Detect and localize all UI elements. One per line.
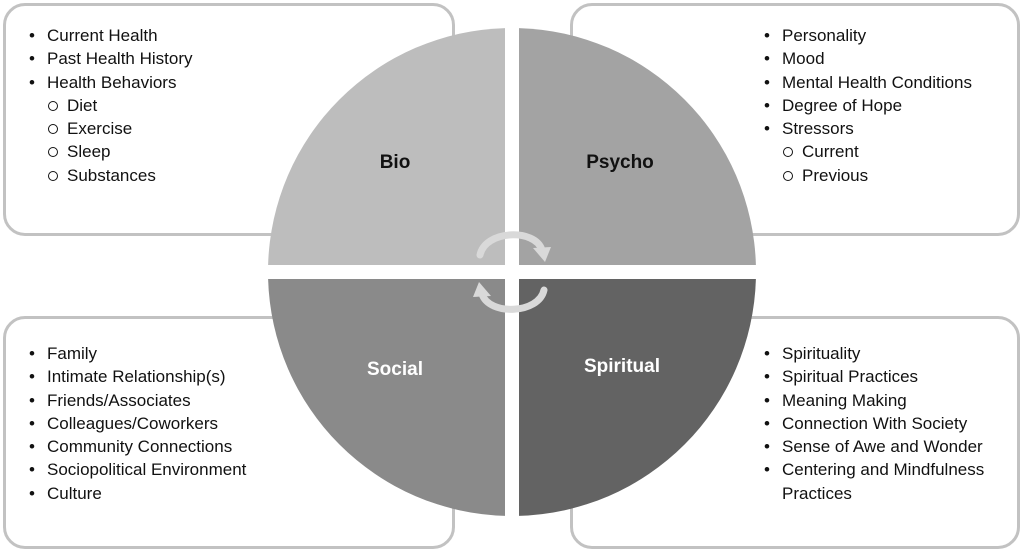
list-item: Health Behaviors [27,71,193,95]
list-item: Spiritual Practices [762,365,1024,389]
list-item: Mood [762,47,972,71]
list-item: Mental Health Conditions [762,71,972,95]
bio-list: Current HealthPast Health HistoryHealth … [27,24,193,187]
list-item: Current Health [27,24,193,48]
list-item: Sociopolitical Environment [27,458,246,482]
list-item: Centering and Mindfulness Practices [762,458,1024,505]
list-item: Stressors [762,117,972,141]
list-item: Past Health History [27,47,193,71]
social-list: FamilyIntimate Relationship(s)Friends/As… [27,342,246,505]
arrow-bottom-head [473,282,491,297]
label-spiritual: Spiritual [584,356,660,377]
arrow-top [476,231,546,259]
list-item: Meaning Making [762,389,1024,413]
list-subitem: Sleep [27,140,193,163]
list-subitem: Substances [27,164,193,187]
list-item: Culture [27,482,246,506]
label-bio: Bio [380,152,411,173]
list-item: Friends/Associates [27,389,246,413]
list-item: Spirituality [762,342,1024,366]
list-item: Personality [762,24,972,48]
list-subitem: Diet [27,94,193,117]
list-subitem: Current [762,140,972,163]
quadrant-spiritual [519,279,756,516]
psycho-list: PersonalityMoodMental Health ConditionsD… [762,24,972,187]
quadrant-bio [268,28,505,265]
list-subitem: Previous [762,164,972,187]
list-item: Colleagues/Coworkers [27,412,246,436]
list-item: Connection With Society [762,412,1024,436]
arrow-top-head [533,247,551,262]
list-item: Community Connections [27,435,246,459]
quadrant-psycho [519,28,756,265]
cycle-arrows-icon [473,231,551,313]
list-item: Intimate Relationship(s) [27,365,246,389]
list-item: Sense of Awe and Wonder [762,435,1024,459]
label-psycho: Psycho [586,152,654,173]
list-item: Family [27,342,246,366]
list-subitem: Exercise [27,117,193,140]
spiritual-list: SpiritualitySpiritual PracticesMeaning M… [762,342,1024,505]
list-item: Degree of Hope [762,94,972,118]
quadrant-social [268,279,505,516]
label-social: Social [367,359,423,380]
arrow-bottom [478,286,548,313]
